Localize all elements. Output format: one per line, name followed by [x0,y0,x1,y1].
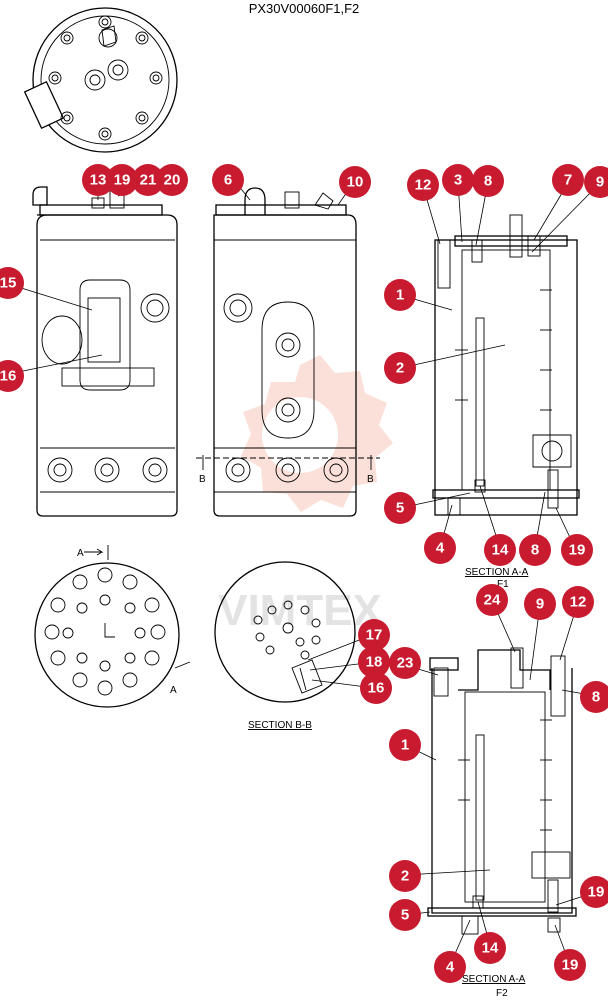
svg-text:23: 23 [397,655,414,672]
svg-text:10: 10 [347,174,364,191]
front-view-right: B B [196,187,380,517]
callout-4-f1: 4 [424,532,456,564]
callout-24: 24 [476,584,508,616]
svg-text:1: 1 [396,287,404,304]
callout-20-top: 19 [106,164,138,196]
callout-6: 6 [212,164,244,196]
callout-22: 20 [156,164,188,196]
svg-text:24: 24 [484,592,501,609]
svg-text:14: 14 [482,940,499,957]
section-b-b-label: SECTION B-B [248,720,312,731]
section-a-a-f1-label: SECTION A-A [465,567,529,578]
callout-20-f1: 19 [561,534,593,566]
callout-23: 23 [389,647,421,679]
top-view [23,7,178,153]
callout-1-f1: 1 [384,279,416,311]
svg-text:17: 17 [366,627,383,644]
section-a-a-f2-sublabel: F2 [496,988,508,999]
callout-14-f2: 14 [474,932,506,964]
svg-text:6: 6 [224,172,232,189]
section-b-b: SECTION B-B [214,561,356,731]
callout-15: 16 [360,672,392,704]
watermark: VIMTEX [218,355,393,635]
svg-text:9: 9 [536,596,544,613]
svg-text:21: 21 [140,172,157,189]
svg-text:2: 2 [396,360,404,377]
svg-text:20: 20 [164,172,181,189]
svg-text:13: 13 [90,172,107,189]
svg-text:5: 5 [401,907,409,924]
callout-8-f2: 8 [580,681,608,713]
section-mark-a-top: A [77,548,84,559]
svg-text:16: 16 [368,680,385,697]
svg-text:8: 8 [531,542,539,559]
svg-text:19: 19 [569,542,586,559]
callout-14-f1: 14 [484,534,516,566]
callout-20-f2-top: 19 [580,876,608,908]
bottom-view: A A [34,545,191,708]
callout-3: 3 [442,164,474,196]
svg-text:15: 15 [0,275,16,292]
svg-text:14: 14 [492,542,509,559]
svg-text:5: 5 [396,500,404,517]
svg-text:12: 12 [570,594,587,611]
front-view-left [32,186,178,517]
svg-text:7: 7 [564,172,572,189]
callout-18: 15 [0,267,24,299]
callout-5-f2: 5 [389,899,421,931]
callout-12-f2: 12 [562,586,594,618]
callout-17: 18 [358,646,390,678]
section-mark-b-left: B [199,474,206,485]
svg-text:16: 16 [0,368,16,385]
callout-16: 17 [358,619,390,651]
callout-21: 21 [132,164,164,196]
callout-8-f1-bottom: 8 [519,534,551,566]
section-a-a-f2: SECTION A-A F2 [427,647,577,999]
svg-text:12: 12 [415,177,432,194]
svg-text:19: 19 [588,884,605,901]
callout-9-f1: 9 [584,166,608,198]
callout-12-f1: 12 [407,169,439,201]
callout-20-f2-bottom: 19 [554,949,586,981]
section-mark-a-bottom: A [170,685,177,696]
section-a-a-f1: SECTION A-A F1 [432,214,580,590]
svg-text:8: 8 [592,689,600,706]
callout-1-f2: 1 [389,729,421,761]
svg-text:19: 19 [562,957,579,974]
callout-13: 13 [82,164,114,196]
svg-text:19: 19 [114,172,131,189]
svg-text:2: 2 [401,868,409,885]
callout-2-f2: 2 [389,860,421,892]
callout-4-f2: 4 [434,951,466,983]
svg-text:18: 18 [366,654,383,671]
callout-2-f1: 2 [384,352,416,384]
svg-text:9: 9 [596,174,604,191]
svg-text:8: 8 [484,173,492,190]
svg-text:4: 4 [446,959,455,976]
callout-5-f1: 5 [384,492,416,524]
section-a-a-f2-label: SECTION A-A [462,974,526,985]
callout-8-f1-top: 8 [472,165,504,197]
watermark-text: VIMTEX [218,586,382,635]
callout-9-f2: 9 [524,588,556,620]
callout-7: 7 [552,164,584,196]
svg-text:4: 4 [436,540,445,557]
callout-10: 10 [339,166,371,198]
section-a-a-f1-sublabel: F1 [497,579,509,590]
diagram-title: PX30V00060F1,F2 [249,1,360,16]
callout-19: 16 [0,360,24,392]
svg-text:1: 1 [401,737,409,754]
svg-text:3: 3 [454,172,462,189]
section-mark-b-right: B [367,474,374,485]
